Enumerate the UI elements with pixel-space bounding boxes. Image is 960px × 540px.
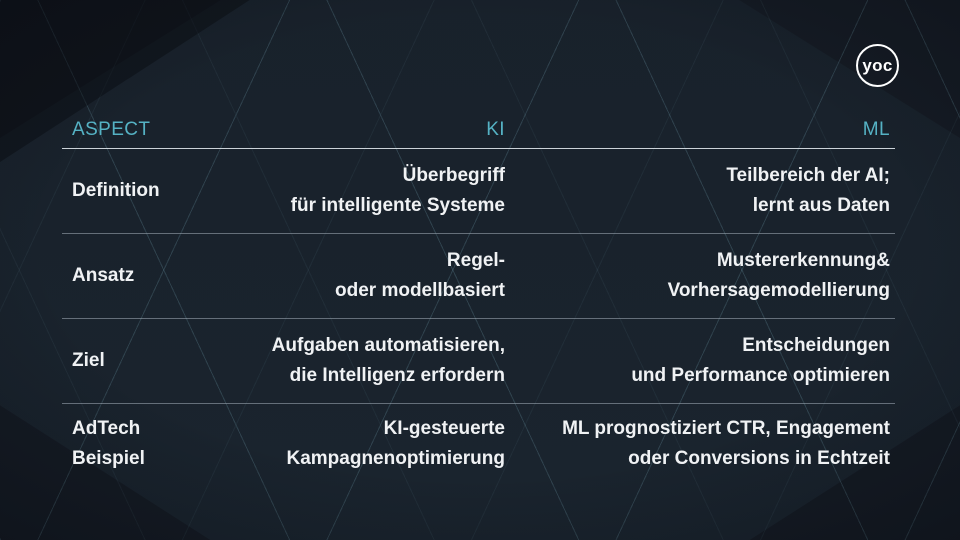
cell-ml: Mustererkennung& Vorhersagemodellierung (667, 250, 890, 301)
cell-aspect: Ansatz (72, 265, 135, 286)
comparison-table: ASPECT KI ML Definition Überbegriff für … (62, 112, 895, 484)
cell-ki: KI-gesteuerte Kampagnenoptimierung (286, 418, 505, 469)
table-header-row: ASPECT KI ML (62, 112, 895, 149)
table-row-adtech-beispiel: AdTech Beispiel KI-gesteuerte Kampagneno… (62, 404, 895, 484)
table-row-ziel: Ziel Aufgaben automatisieren, die Intell… (62, 319, 895, 404)
yoc-logo-text: yoc (862, 55, 893, 75)
cell-aspect: AdTech Beispiel (72, 418, 145, 469)
table-row-ansatz: Ansatz Regel- oder modellbasiert Mustere… (62, 234, 895, 319)
cell-ki: Überbegriff für intelligente Systeme (290, 165, 505, 216)
column-header-ml: ML (862, 119, 890, 140)
cell-ml: Teilbereich der AI; lernt aus Daten (726, 165, 890, 216)
cell-ki: Regel- oder modellbasiert (335, 250, 505, 301)
cell-aspect: Ziel (72, 350, 105, 371)
cell-ml: Entscheidungen und Performance optimiere… (631, 335, 890, 386)
cell-aspect: Definition (72, 180, 160, 201)
table-row-definition: Definition Überbegriff für intelligente … (62, 149, 895, 234)
column-header-ki: KI (486, 119, 505, 140)
yoc-logo: yoc (856, 44, 899, 87)
column-header-aspect: ASPECT (72, 119, 151, 140)
cell-ki: Aufgaben automatisieren, die Intelligenz… (271, 335, 505, 386)
cell-ml: ML prognostiziert CTR, Engagement oder C… (562, 418, 890, 469)
